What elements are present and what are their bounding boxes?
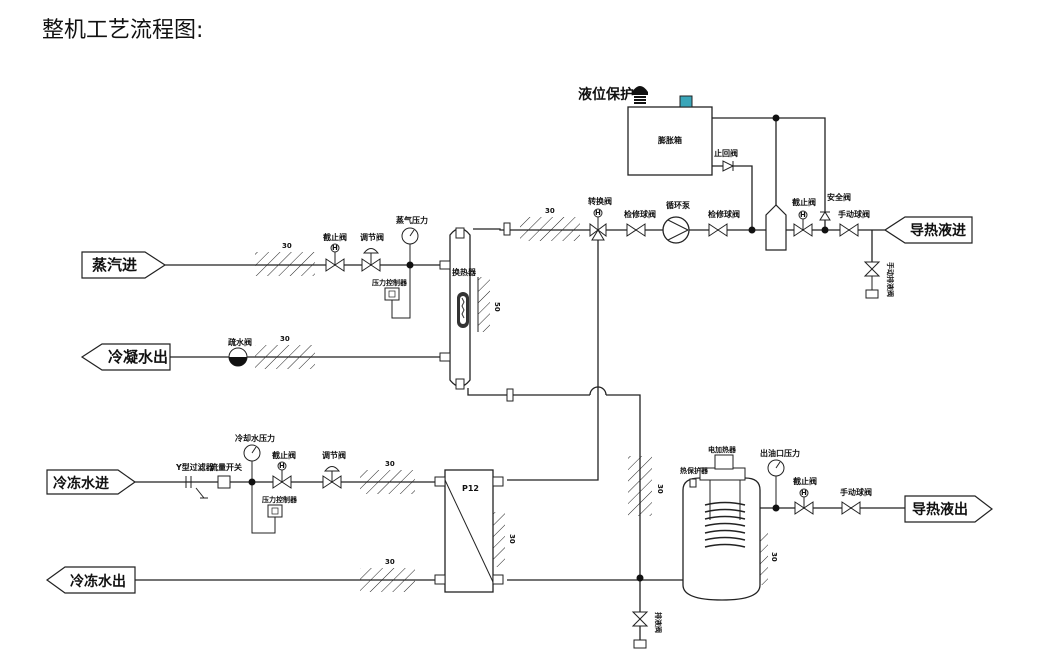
insulation-chilled-in: 30	[360, 460, 415, 494]
svg-text:截止阀: 截止阀	[792, 197, 816, 207]
expansion-tank: 膨胀箱	[627, 95, 713, 176]
steam-reg-valve[interactable]: 调节阀	[360, 232, 384, 272]
pressure-controller-2: 压力控制器	[262, 495, 298, 518]
port-htf-out: 导热液出	[904, 495, 993, 523]
svg-text:液位保护: 液位保护	[578, 86, 634, 103]
stop-valve-bottom[interactable]: 截止阀	[793, 476, 817, 515]
svg-text:30: 30	[545, 207, 555, 215]
manual-valve-bottom[interactable]: 手动球阀	[840, 487, 872, 515]
port-steam-in: 蒸汽进	[81, 251, 167, 279]
y-strainer[interactable]: Y型过滤器	[175, 462, 215, 499]
svg-text:调节阀: 调节阀	[360, 232, 384, 242]
port-steam-in-label: 蒸汽进	[92, 256, 137, 274]
svg-text:冷却水压力: 冷却水压力	[235, 433, 275, 443]
circ-pump[interactable]: 循环泵	[662, 200, 690, 244]
svg-text:换热器: 换热器	[452, 267, 477, 277]
svg-text:压力控制器: 压力控制器	[372, 278, 408, 287]
safety-valve[interactable]: 安全阀	[819, 192, 851, 221]
port-htf-out-label: 导热液出	[912, 501, 968, 518]
pipe-network	[135, 117, 905, 640]
port-condensate-out-label: 冷凝水出	[108, 348, 168, 366]
svg-text:Y型过滤器: Y型过滤器	[175, 462, 215, 472]
port-chilled-in-label: 冷冻水进	[53, 475, 109, 492]
svg-text:手动排液阀: 手动排液阀	[886, 262, 895, 297]
manual-drain-valve-top[interactable]: 手动排液阀	[863, 261, 895, 299]
svg-text:流量开关: 流量开关	[210, 462, 242, 472]
svg-text:检修球阀: 检修球阀	[708, 209, 740, 219]
heater-tank: 电加热器 热保护器	[680, 445, 761, 601]
junction-dots	[248, 114, 829, 582]
svg-text:手动球阀: 手动球阀	[838, 209, 870, 219]
svg-text:出油口压力: 出油口压力	[760, 448, 800, 458]
plate-heat-exchanger: P12	[434, 469, 504, 593]
svg-text:30: 30	[770, 552, 778, 562]
insulation-plate-side: 30	[493, 512, 516, 567]
manual-valve-top[interactable]: 手动球阀	[838, 209, 870, 237]
pressure-controller-1: 压力控制器	[372, 278, 408, 301]
drain-valve-bottom[interactable]: 排液阀	[631, 611, 663, 649]
port-chilled-out: 冷冻水出	[45, 566, 136, 594]
svg-text:检修球阀: 检修球阀	[624, 209, 656, 219]
port-condensate-out: 冷凝水出	[80, 343, 171, 371]
cool-stop-valve[interactable]: 截止阀	[272, 450, 296, 489]
svg-text:50: 50	[493, 302, 501, 312]
insulation-top-pipe: 30	[520, 207, 580, 241]
heat-exchanger: 换热器	[439, 222, 514, 402]
port-htf-in: 导热液进	[883, 216, 973, 244]
svg-text:H: H	[801, 489, 807, 497]
steam-stop-valve[interactable]: 截止阀	[323, 232, 347, 272]
maint-valve-1[interactable]: 检修球阀	[624, 209, 656, 237]
svg-text:截止阀: 截止阀	[323, 232, 347, 242]
three-way-valve[interactable]: 转换阀	[588, 196, 612, 241]
svg-text:30: 30	[385, 558, 395, 566]
svg-text:疏水阀: 疏水阀	[228, 337, 252, 347]
svg-text:30: 30	[282, 242, 292, 250]
port-chilled-out-label: 冷冻水出	[70, 573, 126, 590]
port-htf-in-label: 导热液进	[910, 222, 966, 239]
cool-pressure-gauge: 冷却水压力	[235, 433, 275, 462]
page-title: 整机工艺流程图:	[42, 18, 204, 43]
svg-text:电加热器: 电加热器	[708, 445, 737, 454]
insulation-vertical-return: 30	[628, 456, 664, 516]
svg-text:安全阀: 安全阀	[827, 192, 851, 202]
svg-text:P12: P12	[462, 484, 479, 493]
svg-text:30: 30	[508, 534, 516, 544]
trap-valve[interactable]: 疏水阀	[228, 337, 252, 367]
air-separator	[765, 204, 787, 251]
insulation-chilled-out: 30	[360, 558, 415, 592]
gauge-marks: H H H H H	[279, 209, 807, 497]
outlet-pressure-gauge: 出油口压力	[760, 448, 800, 477]
svg-text:手动球阀: 手动球阀	[840, 487, 872, 497]
insulation-steam: 30	[255, 242, 315, 276]
cool-reg-valve[interactable]: 调节阀	[322, 450, 346, 489]
svg-text:H: H	[279, 462, 285, 470]
svg-text:循环泵: 循环泵	[665, 200, 690, 210]
svg-text:30: 30	[385, 460, 395, 468]
port-chilled-in: 冷冻水进	[46, 469, 137, 495]
svg-text:H: H	[800, 211, 806, 219]
flow-switch[interactable]: 流量开关	[210, 462, 242, 489]
svg-text:截止阀: 截止阀	[272, 450, 296, 460]
stop-valve-top[interactable]: 截止阀	[792, 197, 816, 237]
insulation-condensate: 30	[255, 335, 315, 369]
svg-text:排液阀: 排液阀	[654, 612, 663, 633]
svg-text:H: H	[595, 209, 601, 217]
svg-text:截止阀: 截止阀	[793, 476, 817, 486]
insulation-hx-side: 50	[477, 277, 501, 332]
svg-text:压力控制器: 压力控制器	[262, 495, 298, 504]
svg-text:调节阀: 调节阀	[322, 450, 346, 460]
svg-text:热保护器: 热保护器	[680, 466, 709, 475]
steam-pressure-gauge: 蒸气压力	[396, 215, 428, 245]
svg-text:膨胀箱: 膨胀箱	[657, 135, 682, 145]
svg-text:30: 30	[280, 335, 290, 343]
maint-valve-2[interactable]: 检修球阀	[708, 209, 740, 237]
svg-text:H: H	[332, 244, 338, 252]
svg-text:30: 30	[656, 484, 664, 494]
level-protect-sensor: 液位保护	[578, 86, 648, 104]
svg-text:蒸气压力: 蒸气压力	[396, 215, 428, 225]
check-valve[interactable]: 止回阀	[714, 148, 738, 172]
svg-text:转换阀: 转换阀	[588, 196, 612, 206]
svg-text:止回阀: 止回阀	[714, 148, 738, 158]
